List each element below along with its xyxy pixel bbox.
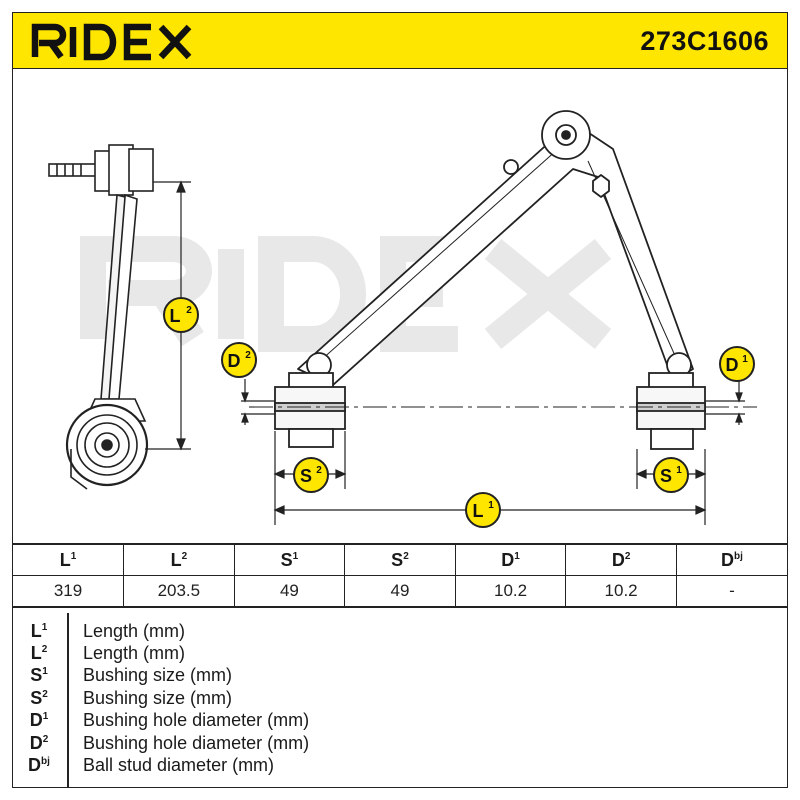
header-cell: S2 [344, 543, 456, 576]
value-cell: 10.2 [565, 575, 677, 608]
bushing-s2 [274, 372, 346, 448]
legend-row: S1 Bushing size (mm) [13, 664, 787, 686]
legend-symbol: D2 [29, 733, 49, 753]
header-bar: 273C1606 [13, 13, 787, 69]
legend-description: Bushing size (mm) [83, 665, 233, 685]
dimension-d1 [705, 379, 745, 425]
value-cell: 203.5 [123, 575, 235, 608]
legend-symbol: S1 [30, 665, 48, 685]
callout-l2: L 2 [163, 297, 199, 333]
legend-symbol: L1 [30, 621, 48, 641]
spec-sheet: 273C1606 [12, 12, 788, 788]
legend-description: Bushing hole diameter (mm) [83, 733, 310, 753]
svg-text:2: 2 [316, 465, 322, 476]
legend: L1 Length (mm) L2 Length (mm) S1 Bushing… [13, 613, 787, 787]
legend-row: S2 Bushing size (mm) [13, 687, 787, 709]
svg-text:2: 2 [245, 350, 251, 361]
legend-description: Length (mm) [83, 621, 186, 641]
legend-symbol: Dbj [28, 755, 50, 775]
legend-row: Dbj Ball stud diameter (mm) [13, 754, 787, 776]
header-cell: Dbj [675, 543, 787, 576]
spec-table-header-row: L1 L2 S1 S2 D1 D2 Dbj [13, 543, 787, 576]
svg-text:1: 1 [742, 354, 748, 365]
ridex-logo [31, 23, 192, 61]
legend-symbol: L2 [30, 643, 48, 663]
svg-text:D: D [228, 351, 241, 371]
legend-description: Ball stud diameter (mm) [83, 755, 275, 775]
svg-text:S: S [300, 466, 312, 486]
legend-divider [67, 613, 69, 787]
side-view-arm [48, 144, 154, 490]
svg-text:L: L [473, 501, 484, 521]
part-number: 273C1606 [640, 26, 769, 56]
spec-table-value-row: 319 203.5 49 49 10.2 10.2 - [13, 575, 787, 608]
header-cell: L2 [123, 543, 235, 576]
svg-text:1: 1 [676, 465, 682, 476]
callout-d1: D 1 [719, 346, 755, 382]
legend-row: L1 Length (mm) [13, 620, 787, 642]
header-cell: S1 [233, 543, 346, 576]
callout-d2: D 2 [221, 342, 257, 378]
header-cell: D1 [454, 543, 567, 576]
a-arm [297, 110, 694, 386]
technical-drawing: L 2 D 2 D 1 S 2 S 1 L 1 [48, 110, 757, 528]
legend-row: L2 Length (mm) [13, 642, 787, 664]
svg-text:2: 2 [186, 305, 192, 316]
svg-text:S: S [660, 466, 672, 486]
legend-symbol: S2 [30, 688, 48, 708]
value-cell: - [675, 575, 787, 608]
callout-s1: S 1 [653, 457, 689, 493]
legend-row: D2 Bushing hole diameter (mm) [13, 732, 787, 754]
value-cell: 10.2 [454, 575, 567, 608]
legend-row: D1 Bushing hole diameter (mm) [13, 709, 787, 731]
header-cell: D2 [565, 543, 677, 576]
value-cell: 49 [233, 575, 346, 608]
dimension-d2 [241, 379, 275, 425]
svg-text:1: 1 [488, 500, 494, 511]
svg-text:D: D [726, 355, 739, 375]
value-cell: 319 [13, 575, 125, 608]
legend-description: Bushing size (mm) [83, 688, 233, 708]
spec-table: L1 L2 S1 S2 D1 D2 Dbj 319 203.5 49 49 10… [13, 543, 787, 608]
legend-description: Length (mm) [83, 643, 186, 663]
svg-text:L: L [170, 306, 181, 326]
callout-l1: L 1 [465, 492, 501, 528]
header-cell: L1 [13, 543, 125, 576]
legend-symbol: D1 [29, 710, 49, 730]
legend-description: Bushing hole diameter (mm) [83, 710, 310, 730]
bushing-s1 [636, 372, 706, 450]
callout-s2: S 2 [293, 457, 329, 493]
value-cell: 49 [344, 575, 456, 608]
